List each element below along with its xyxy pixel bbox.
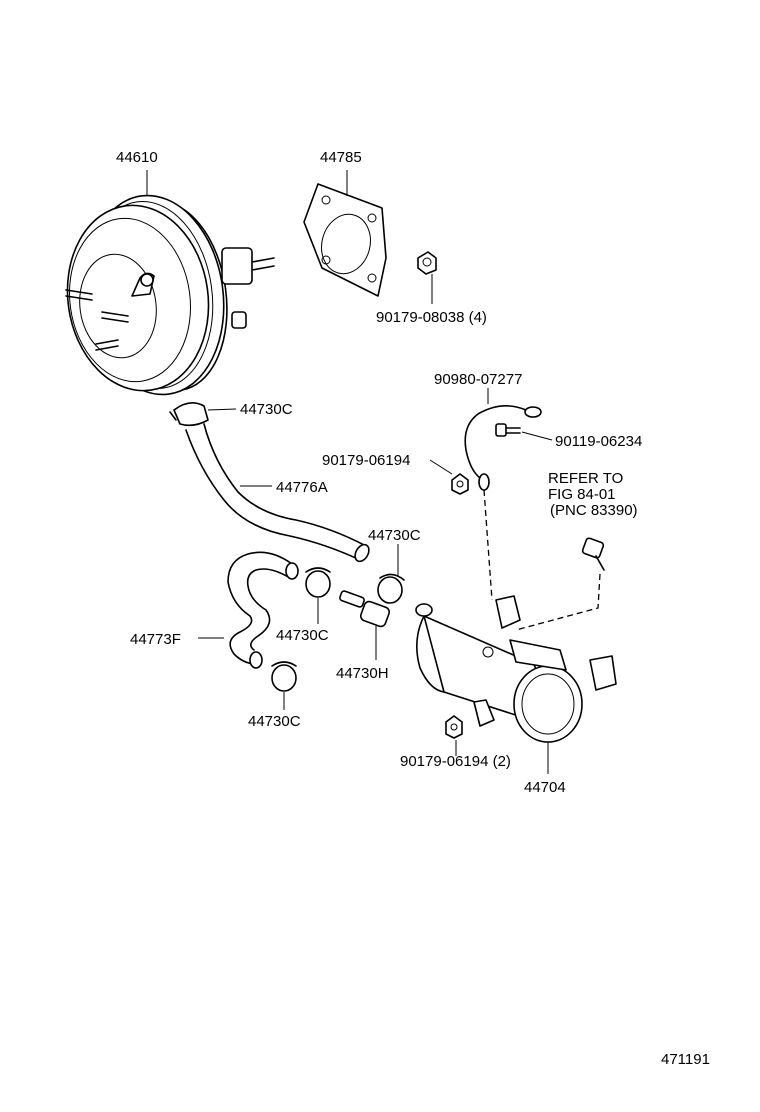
refer-line-2: FIG 84-01 bbox=[548, 486, 616, 503]
label-44730C-mid-left: 44730C bbox=[276, 627, 329, 644]
label-90179-08038: 90179-08038 (4) bbox=[376, 309, 487, 326]
clamp-mid-left-part bbox=[305, 567, 331, 598]
check-valve-part bbox=[339, 590, 391, 628]
harness-bolt-leader bbox=[521, 431, 553, 441]
clamp-top-leader bbox=[207, 408, 237, 411]
label-90119-06234: 90119-06234 bbox=[555, 433, 642, 450]
label-44730C-top: 44730C bbox=[240, 401, 293, 418]
label-44773F: 44773F bbox=[130, 631, 181, 648]
label-44730C-bottom: 44730C bbox=[248, 713, 301, 730]
label-90980-07277: 90980-07277 bbox=[434, 371, 522, 388]
clamp-bottom-part bbox=[271, 661, 297, 692]
vacuum-tank-part bbox=[415, 595, 617, 743]
gasket-part bbox=[303, 183, 387, 297]
label-44785: 44785 bbox=[320, 149, 362, 166]
harness-nut-part bbox=[451, 473, 469, 495]
clamp-mid-right-part bbox=[377, 573, 405, 604]
hose-44773f-part bbox=[227, 551, 299, 669]
label-44730C-mid-right: 44730C bbox=[368, 527, 421, 544]
tank-nut-part bbox=[445, 715, 463, 739]
harness-bolt-part bbox=[495, 423, 521, 437]
diagram-id: 471191 bbox=[661, 1051, 710, 1068]
vacuum-switch-part bbox=[581, 537, 605, 571]
label-44610: 44610 bbox=[116, 149, 158, 166]
label-90179-06194: 90179-06194 bbox=[322, 452, 410, 469]
brake-booster-part bbox=[65, 194, 275, 396]
harness-dash-line bbox=[483, 489, 493, 601]
clamp-top-part bbox=[169, 402, 209, 427]
refer-line-1: REFER TO bbox=[548, 470, 623, 487]
label-90179-06194-2: 90179-06194 (2) bbox=[400, 753, 511, 770]
hose-44776a-part bbox=[185, 423, 370, 563]
refer-line-3: (PNC 83390) bbox=[550, 502, 638, 519]
label-44730H: 44730H bbox=[336, 665, 389, 682]
label-44776A: 44776A bbox=[276, 479, 328, 496]
wire-harness-part bbox=[464, 405, 542, 491]
label-44704: 44704 bbox=[524, 779, 566, 796]
harness-nut-leader bbox=[429, 459, 453, 475]
switch-dash-line bbox=[515, 573, 601, 631]
gasket-nut-part bbox=[417, 251, 437, 275]
